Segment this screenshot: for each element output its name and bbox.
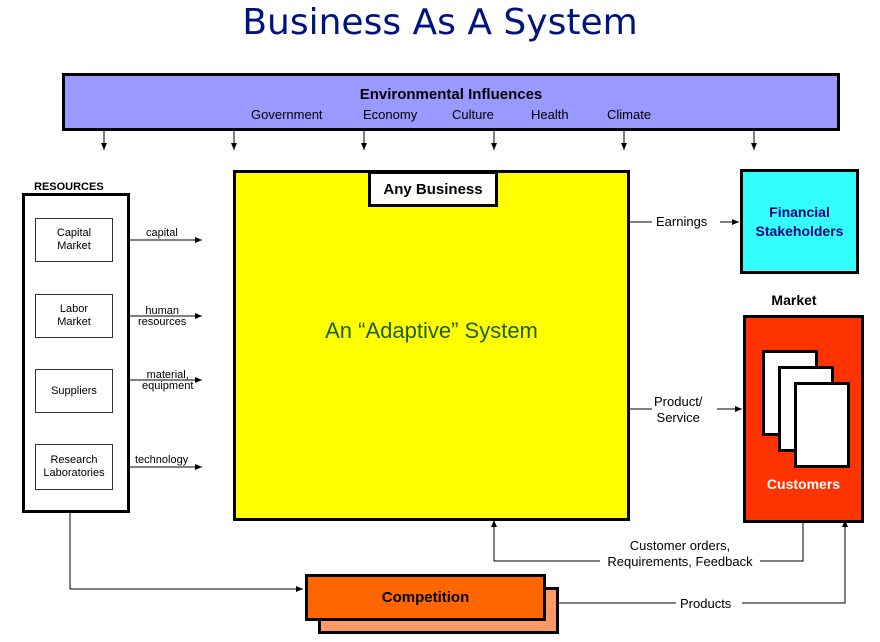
products-label: Products: [680, 596, 732, 612]
labor-market-line-2: Market: [57, 316, 91, 328]
market-label: Market: [771, 292, 817, 308]
resources-label: RESOURCES: [34, 181, 104, 193]
env-item-government: Government: [251, 107, 323, 122]
earnings-label: Earnings: [656, 214, 708, 230]
suppliers-flow-line-2: equipment: [142, 380, 194, 392]
financial-stakeholders-line-2: Stakeholders: [755, 222, 844, 239]
feedback-line-right: [760, 519, 804, 562]
suppliers-flow-label: material,equipment: [142, 370, 193, 392]
feedback-arrow: [491, 520, 600, 562]
product-service-line-2: Service: [656, 410, 700, 425]
page-title: Business As A System: [242, 2, 638, 43]
capital-market-line-2: Market: [57, 240, 91, 252]
financial-stakeholders-line-1: Financial: [769, 203, 830, 220]
feedback-line-2: Requirements, Feedback: [607, 554, 753, 569]
env-item-health: Health: [531, 107, 569, 122]
suppliers-box: Suppliers: [35, 369, 113, 413]
resources-to-competition-arrow: [69, 510, 303, 592]
customers-box: Customers: [743, 315, 864, 523]
labor-market-line-1: Labor: [59, 303, 89, 315]
competition-box: Competition: [305, 574, 546, 621]
capital-market-line-1: Capital: [56, 227, 92, 239]
product-service-label: Product/Service: [654, 394, 703, 426]
research-laboratories-line-1: Research: [50, 454, 98, 466]
environmental-influences-box: Environmental Influences Government Econ…: [62, 73, 840, 131]
labor-flow-line-2: resources: [138, 316, 187, 328]
feedback-label: Customer orders,Requirements, Feedback: [600, 538, 760, 570]
research-laboratories-line-2: Laboratories: [43, 467, 105, 479]
env-item-culture: Culture: [452, 107, 494, 122]
business-box: Any Business An “Adaptive” System: [233, 170, 630, 521]
suppliers-label: Suppliers: [51, 384, 97, 397]
labor-flow-line-1: human: [145, 305, 179, 317]
adaptive-system-label: An “Adaptive” System: [325, 318, 538, 343]
environment-arrows: [101, 128, 757, 150]
product-service-line-1: Product/: [654, 394, 703, 409]
env-item-economy: Economy: [363, 107, 418, 122]
products-arrow: [742, 520, 848, 604]
any-business-label: Any Business: [368, 171, 498, 207]
suppliers-flow-line-1: material,: [146, 369, 189, 381]
environmental-influences-title: Environmental Influences: [359, 86, 543, 103]
technology-flow-label: technology: [135, 454, 189, 466]
customers-label: Customers: [766, 476, 841, 492]
env-item-climate: Climate: [607, 107, 652, 122]
customer-card-3: [794, 382, 850, 468]
capital-flow-label: capital: [146, 227, 178, 239]
feedback-line-1: Customer orders,: [629, 538, 731, 553]
